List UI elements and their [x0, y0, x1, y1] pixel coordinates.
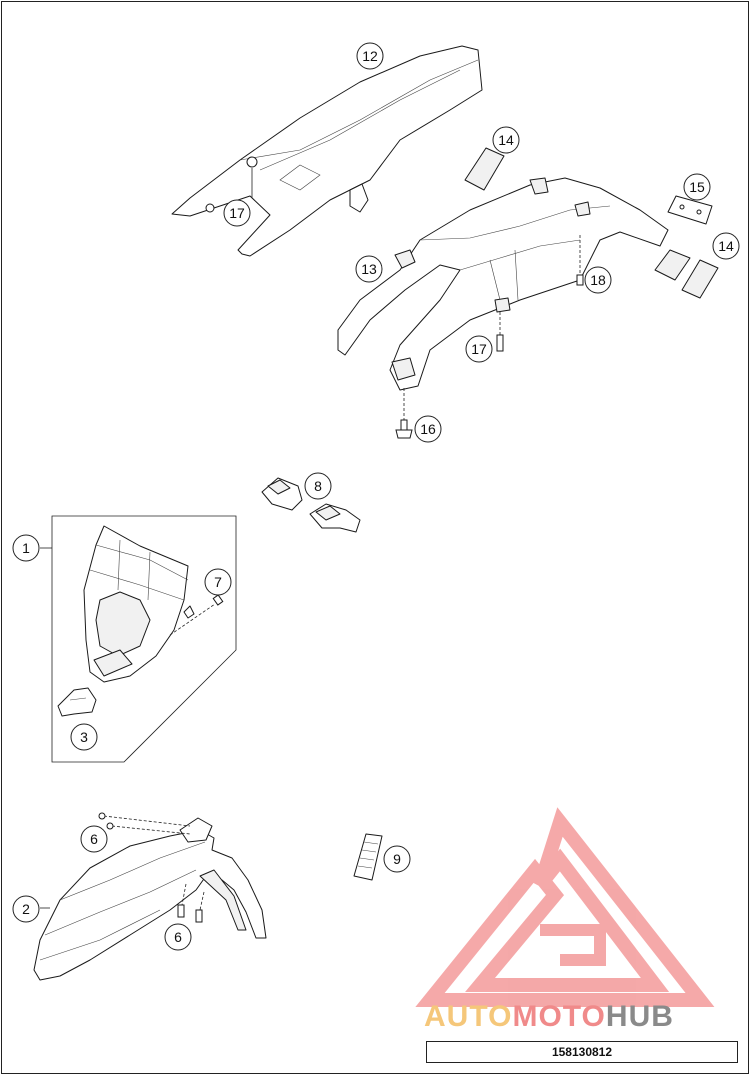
- callout-16: 16: [414, 415, 442, 443]
- part-13-rear-fender: [337, 177, 669, 391]
- part-8-clamps: [261, 477, 361, 533]
- callout-18: 18: [584, 266, 612, 294]
- callout-8: 8: [304, 472, 332, 500]
- svg-text:2: 2: [22, 901, 30, 917]
- part-15-plate: [654, 195, 713, 281]
- callout-6-lower: 6: [164, 923, 192, 951]
- svg-text:9: 9: [393, 851, 401, 867]
- part-17-bolt-lower: [496, 312, 504, 352]
- part-1-group-frame: [51, 515, 237, 763]
- part-9-strip: [353, 833, 383, 881]
- part-3-bracket: [57, 687, 97, 717]
- svg-text:8: 8: [314, 478, 322, 494]
- svg-text:14: 14: [498, 132, 514, 148]
- watermark-hub: HUB: [606, 1000, 674, 1033]
- part-6-screws-lower: [177, 883, 205, 923]
- part-12-seat: [171, 45, 483, 257]
- svg-text:6: 6: [90, 831, 98, 847]
- callout-14-upper: 14: [492, 126, 520, 154]
- part-7-screw: [169, 594, 224, 636]
- part-16-screw: [395, 388, 413, 439]
- callout-15: 15: [683, 173, 711, 201]
- svg-text:7: 7: [214, 574, 222, 590]
- callout-3: 3: [70, 723, 98, 751]
- callout-7: 7: [204, 568, 232, 596]
- watermark-logo: [415, 807, 715, 1007]
- reference-number-box: 158130812: [426, 1041, 738, 1063]
- callout-13: 13: [355, 255, 383, 283]
- part-6-screws-upper: [98, 812, 191, 835]
- part-14-reflector-lower: [681, 259, 719, 299]
- callout-17-lower: 17: [465, 335, 493, 363]
- svg-text:3: 3: [80, 729, 88, 745]
- callout-layer: 12 14 15 14 17 13 18 17 16 8 1 7 3 6 9 2…: [12, 42, 740, 951]
- callout-2: 2: [12, 895, 40, 923]
- svg-text:12: 12: [362, 48, 378, 64]
- svg-text:6: 6: [174, 929, 182, 945]
- svg-text:14: 14: [718, 238, 734, 254]
- svg-text:17: 17: [229, 205, 245, 221]
- callout-17-upper: 17: [223, 199, 251, 227]
- watermark-auto: AUTO: [424, 1000, 512, 1033]
- callout-14-lower: 14: [712, 232, 740, 260]
- part-1-headlight-mask: [83, 525, 195, 683]
- callout-6-upper: 6: [80, 825, 108, 853]
- watermark-moto: MOTO: [512, 1000, 605, 1033]
- watermark-text: AUTOMOTOHUB: [424, 1000, 674, 1033]
- svg-text:15: 15: [689, 179, 705, 195]
- part-2-front-fender: [33, 817, 267, 981]
- part-14-reflector-upper: [464, 147, 505, 191]
- svg-text:16: 16: [420, 421, 436, 437]
- reference-number: 158130812: [551, 1045, 613, 1059]
- leader-lines: [40, 547, 52, 909]
- callout-12: 12: [356, 42, 384, 70]
- callout-1: 1: [12, 534, 40, 562]
- part-18-bolt: [576, 235, 584, 286]
- svg-text:13: 13: [361, 261, 377, 277]
- svg-text:1: 1: [22, 540, 30, 556]
- callout-9: 9: [383, 845, 411, 873]
- svg-text:18: 18: [590, 272, 606, 288]
- svg-text:17: 17: [471, 341, 487, 357]
- svg-text:AUTOMOTOHUB: AUTOMOTOHUB: [424, 1000, 674, 1033]
